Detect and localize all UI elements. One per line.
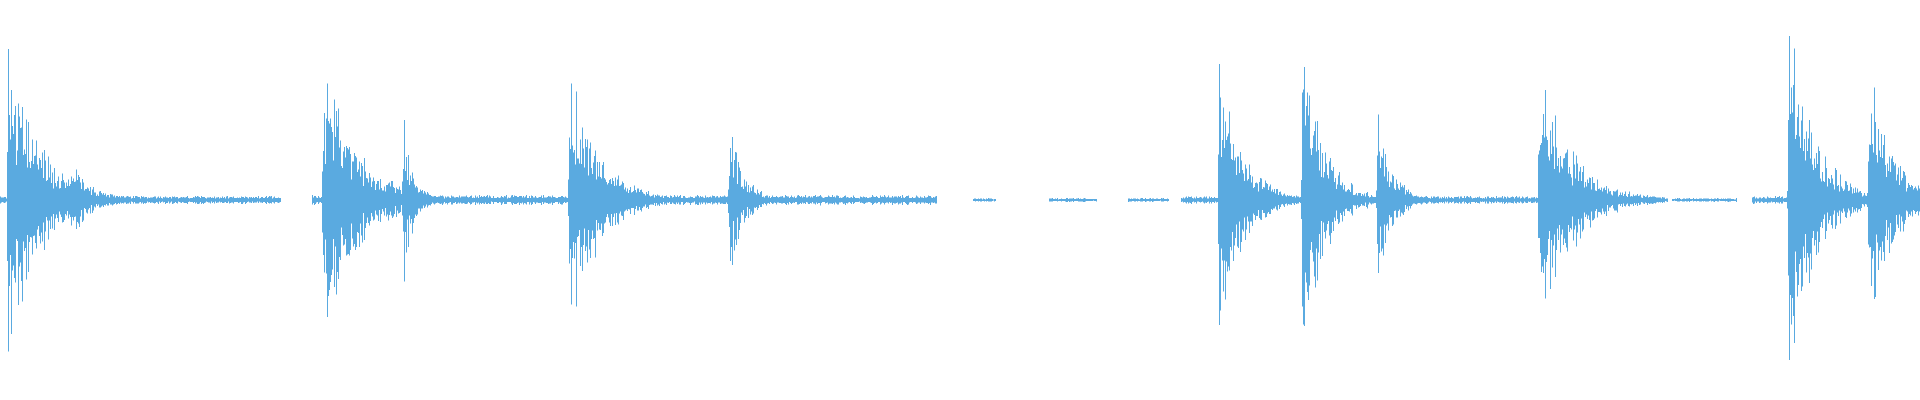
waveform-peaks <box>0 35 1920 361</box>
